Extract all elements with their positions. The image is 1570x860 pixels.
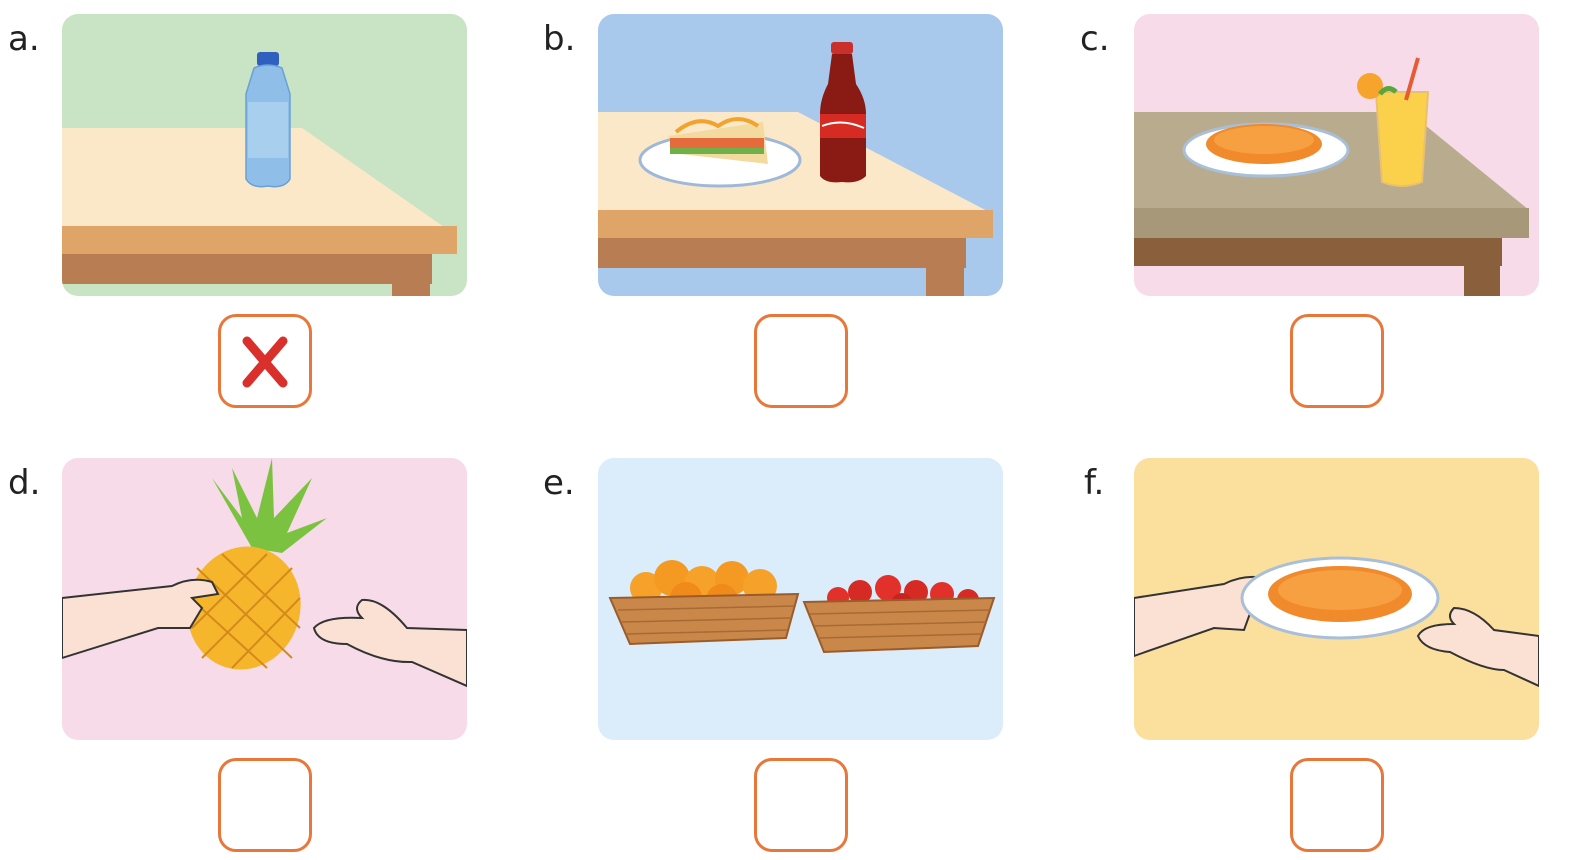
giving-hand-icon	[62, 578, 220, 660]
checkbox-d[interactable]	[218, 758, 312, 852]
picture-pancake-handover	[1134, 458, 1539, 740]
picture-pancake-juice	[1134, 14, 1539, 296]
pancake-plate-icon	[1240, 556, 1440, 640]
water-bottle-icon	[245, 52, 291, 188]
item-label-b: b.	[543, 19, 576, 59]
picture-fruit-baskets	[598, 458, 1003, 740]
picture-sandwich-cola	[598, 14, 1003, 296]
item-label-e: e.	[543, 463, 575, 503]
picture-water-bottle	[62, 14, 467, 296]
picture-pineapple-handover	[62, 458, 467, 740]
orange-juice-icon	[1357, 57, 1430, 187]
receiving-hand-icon	[1416, 606, 1539, 688]
cola-bottle-icon	[820, 42, 866, 183]
receiving-hand-icon	[312, 598, 467, 688]
cross-mark-icon	[242, 336, 288, 388]
checkbox-e[interactable]	[754, 758, 848, 852]
oranges-basket-icon	[608, 560, 800, 646]
checkbox-b[interactable]	[754, 314, 848, 408]
checkbox-c[interactable]	[1290, 314, 1384, 408]
item-label-a: a.	[8, 19, 40, 59]
tomatoes-basket-icon	[802, 575, 996, 654]
item-label-d: d.	[8, 463, 41, 503]
pancake-plate-icon	[1182, 122, 1350, 178]
sandwich-plate-icon	[638, 117, 802, 188]
item-label-f: f.	[1084, 463, 1105, 503]
item-label-c: c.	[1080, 19, 1110, 59]
pineapple-icon	[187, 458, 327, 670]
checkbox-a[interactable]	[218, 314, 312, 408]
checkbox-f[interactable]	[1290, 758, 1384, 852]
